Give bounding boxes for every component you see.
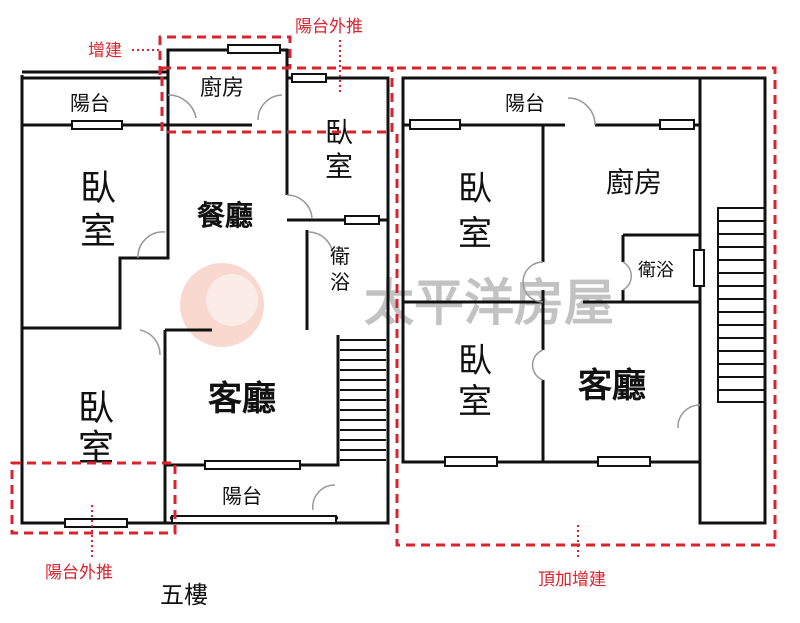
room-label-bedroom-bottom-1: 臥 xyxy=(78,388,114,429)
room-label-bath-right: 衛浴 xyxy=(638,260,674,281)
annotations: 增建 陽台外推 陽台外推 頂加增建 xyxy=(10,17,777,590)
annotation-rooftop-extension: 頂加增建 xyxy=(538,570,606,590)
annotation-balcony-push-bottom: 陽台外推 xyxy=(45,563,113,583)
doors xyxy=(137,94,336,511)
room-label-kitchen: 廚房 xyxy=(200,76,244,101)
annotation-extension: 增建 xyxy=(88,41,122,61)
room-label-balcony: 陽台 xyxy=(505,91,545,115)
room-label-living: 客廳 xyxy=(208,379,276,419)
room-label-bedroom-left-2: 室 xyxy=(80,211,116,252)
room-label-balcony-bottom: 陽台 xyxy=(222,484,262,508)
room-label-bedroom-bottom-right-1: 臥 xyxy=(458,341,492,381)
stairs xyxy=(340,339,386,461)
room-label-bath-1: 衛 xyxy=(330,244,350,268)
room-label-living-right: 客廳 xyxy=(578,366,646,406)
left-plan: 陽台 廚房 臥 室 臥 室 餐廳 衛 浴 客廳 臥 室 陽台 xyxy=(20,44,390,528)
right-plan: 陽台 臥 室 廚房 衛浴 臥 室 客廳 xyxy=(401,76,767,525)
room-label-bedroom-right-2: 室 xyxy=(325,150,353,183)
room-label-bedroom-left-1: 臥 xyxy=(80,168,116,209)
room-label-bedroom-bottom-right-2: 室 xyxy=(458,382,492,422)
room-label-bedroom-top-1: 臥 xyxy=(458,169,492,209)
room-label-kitchen-right: 廚房 xyxy=(606,166,662,199)
room-label-balcony-top: 陽台 xyxy=(70,91,110,115)
annotation-balcony-push-top: 陽台外推 xyxy=(295,17,363,37)
floor-label: 五樓 xyxy=(160,581,208,609)
stairs-right xyxy=(717,207,766,403)
room-label-dining: 餐廳 xyxy=(197,199,253,232)
room-label-bath-2: 浴 xyxy=(330,270,350,294)
room-label-bedroom-top-2: 室 xyxy=(458,214,492,254)
doors-right xyxy=(522,97,701,429)
